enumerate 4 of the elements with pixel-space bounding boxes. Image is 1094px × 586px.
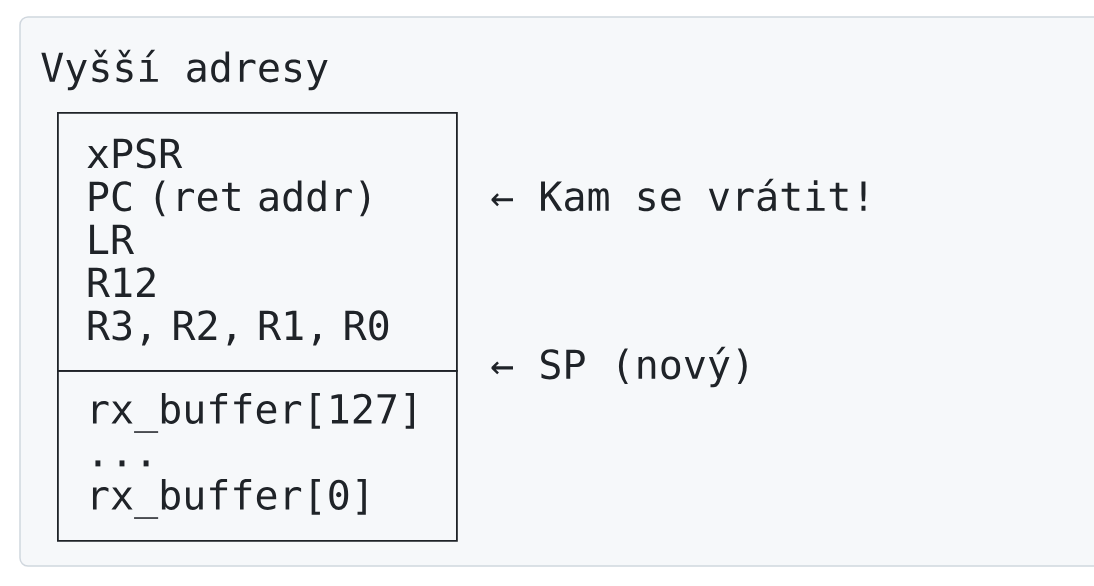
stack-section-box: xPSR PC (ret addr) LR R12 R3, R2, R1, R0 — [57, 112, 458, 372]
heading: Vyšší adresy — [41, 49, 328, 91]
pointer-note: ← SP (nový) — [491, 346, 747, 388]
stack-section-box: rx_buffer[127] ... rx_buffer[0] — [57, 370, 458, 542]
